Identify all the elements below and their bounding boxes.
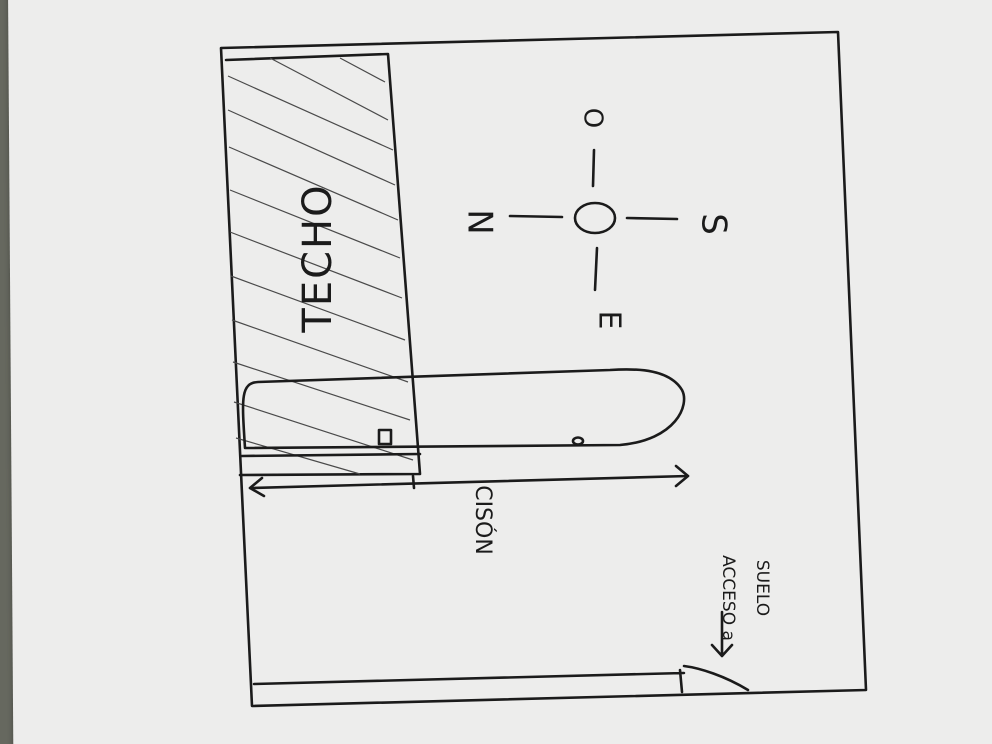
curb-arrow-right <box>674 464 690 488</box>
curb-arrow-left <box>248 476 266 498</box>
roof-boundary <box>224 52 422 477</box>
curb-label: CISÓN <box>470 485 496 555</box>
compass-west-arm <box>591 148 596 188</box>
shower-tray-inner-edge <box>240 452 422 458</box>
drain-symbol <box>571 436 585 446</box>
compass-east-arm <box>593 246 599 292</box>
compass-center-circle <box>573 201 617 235</box>
compass-label-north: N <box>460 209 500 234</box>
curb-tick <box>411 474 416 490</box>
compass-label-west: O <box>578 108 608 128</box>
compass-south-arm <box>625 216 679 221</box>
compass-label-east: E <box>592 311 627 330</box>
curb-dimension-line <box>248 474 690 490</box>
roof-label: TECHO <box>295 183 341 333</box>
compass-rose: N S E O <box>460 108 734 330</box>
compass-label-south: S <box>694 213 734 235</box>
floor-access-label-line2: SUELO <box>752 560 772 616</box>
tap-symbol <box>377 428 393 446</box>
compass-north-arm <box>508 214 564 219</box>
plan-outer-border <box>219 30 868 708</box>
entrance-threshold <box>252 664 750 694</box>
shower-tray-outline <box>241 368 686 450</box>
floor-access-arrow <box>710 610 734 658</box>
floor-access-label-line1: ACCESO a <box>718 555 738 641</box>
